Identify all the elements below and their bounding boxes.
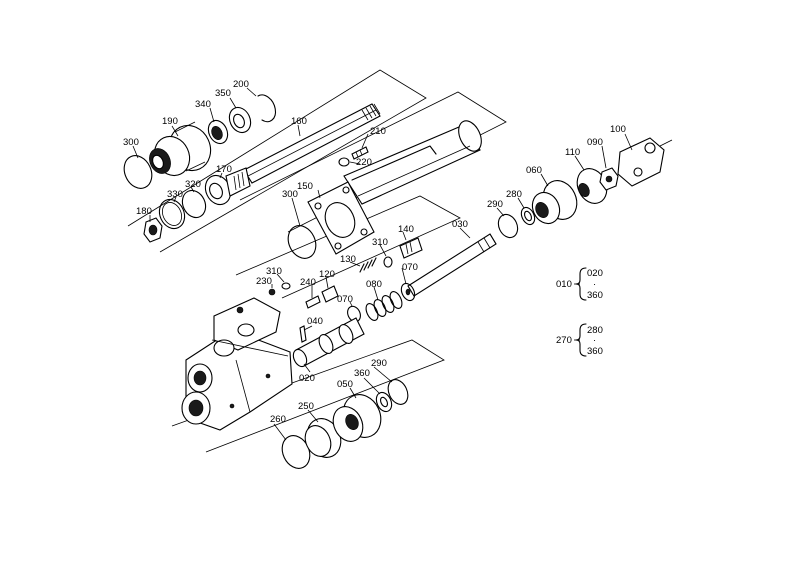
label-090: 090 (587, 137, 603, 148)
label-310-right: 310 (372, 237, 388, 248)
cylinder-tube (343, 120, 482, 205)
o-ring-320 (181, 189, 207, 219)
cap-060 (531, 180, 578, 225)
label-150: 150 (297, 181, 313, 192)
label-030: 030 (452, 219, 468, 230)
washer-220 (338, 157, 350, 167)
label-300-flange: 300 (282, 189, 298, 200)
label-360: 360 (354, 368, 370, 379)
label-260: 260 (270, 414, 286, 425)
o-ring-300-upper (123, 155, 153, 189)
label-250: 250 (298, 401, 314, 412)
leader-lines (132, 87, 633, 441)
o-ring-290-upper (497, 213, 519, 239)
valve-body (181, 297, 293, 431)
label-290-lower: 290 (371, 358, 387, 369)
label-160: 160 (291, 116, 307, 127)
label-300-upper: 300 (123, 137, 139, 148)
label-200: 200 (233, 79, 249, 90)
label-020: 020 (299, 373, 315, 384)
plug-120 (321, 285, 339, 303)
label-210: 210 (370, 126, 386, 137)
ring-360 (375, 391, 393, 413)
label-180: 180 (136, 206, 152, 217)
label-140: 140 (398, 224, 414, 235)
group-from-270: 280 (587, 325, 603, 336)
spring-130 (359, 257, 377, 273)
nut-090 (599, 167, 619, 191)
label-130: 130 (340, 254, 356, 265)
ring-350 (228, 106, 252, 134)
label-080: 080 (366, 279, 382, 290)
label-070-right: 070 (402, 262, 418, 273)
pin-040 (299, 325, 307, 343)
label-290-upper: 290 (487, 199, 503, 210)
label-230: 230 (256, 276, 272, 287)
label-220: 220 (356, 157, 372, 168)
group-ref-010: 010 (556, 279, 572, 290)
label-040: 040 (307, 316, 323, 327)
label-340: 340 (195, 99, 211, 110)
flange-150 (307, 181, 375, 255)
ring-310-right (383, 256, 393, 268)
gland-190 (149, 121, 212, 177)
o-ring-300-flange (287, 225, 317, 259)
label-330: 330 (167, 189, 183, 200)
spool-020 (292, 317, 365, 368)
seal-340 (207, 119, 229, 145)
plunger-050 (332, 394, 382, 442)
piston-rod (243, 103, 381, 184)
ring-310-left (281, 282, 291, 290)
label-240: 240 (300, 277, 316, 288)
range-group-270: 270 280 · 360 (556, 323, 603, 357)
label-190: 190 (162, 116, 178, 127)
pin-240 (305, 295, 321, 309)
ring-280-upper (520, 206, 536, 226)
label-110: 110 (565, 147, 580, 158)
group-from-010: 020 (587, 268, 603, 279)
spool-rod-030 (407, 233, 497, 297)
group-sep-270: · (593, 335, 596, 346)
piston-170 (204, 167, 251, 206)
group-to-270: 360 (587, 346, 603, 357)
screw-210 (351, 146, 369, 160)
clevis-100 (617, 137, 673, 187)
label-070-left: 070 (337, 294, 353, 305)
assembly-plane-upper (127, 69, 427, 253)
range-group-010: 010 020 · 360 (556, 267, 603, 301)
group-ref-270: 270 (556, 335, 572, 346)
group-to-010: 360 (587, 290, 603, 301)
snap-ring-200 (257, 94, 276, 123)
label-320: 320 (185, 179, 201, 190)
nut-180 (143, 217, 163, 243)
label-120: 120 (319, 269, 335, 280)
boot-110 (576, 168, 608, 204)
fitting-140 (399, 237, 423, 259)
spring-080 (365, 291, 403, 321)
ball-230 (268, 288, 276, 296)
o-ring-290-lower (387, 379, 409, 405)
backup-ring-330 (158, 198, 186, 230)
label-310-left: 310 (266, 266, 282, 277)
label-280-upper: 280 (506, 189, 522, 200)
label-100: 100 (610, 124, 626, 135)
label-350: 350 (215, 88, 231, 99)
cap-250 (304, 418, 342, 458)
label-170: 170 (216, 164, 232, 175)
washer-070-right (400, 282, 416, 302)
label-050: 050 (337, 379, 353, 390)
label-060: 060 (526, 165, 542, 176)
group-sep-010: · (593, 279, 596, 290)
part-labels: 300 190 340 350 200 160 170 320 330 180 … (123, 79, 626, 425)
